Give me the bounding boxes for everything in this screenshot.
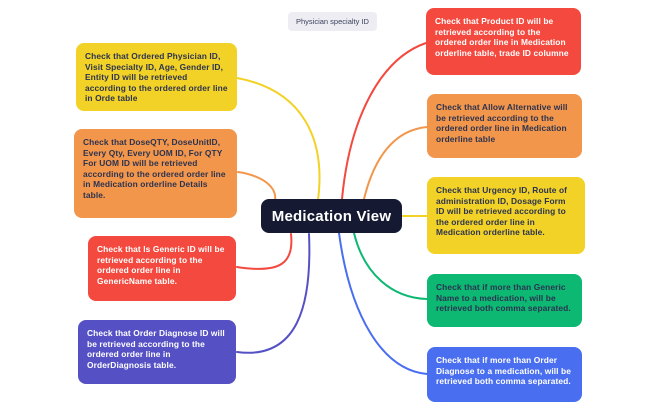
center-node-medication-view[interactable]: Medication View (261, 199, 402, 233)
node-order-diagnose-comma[interactable]: Check that if more than Order Diagnose t… (427, 347, 582, 402)
connector-generic-name-comma (353, 232, 428, 300)
connector-ordered-physician (236, 77, 321, 201)
connector-allow-alternative (363, 126, 428, 200)
node-allow-alternative[interactable]: Check that Allow Alternative will be ret… (427, 94, 582, 158)
node-product-id[interactable]: Check that Product ID will be retrieved … (426, 8, 581, 75)
node-ordered-physician-id[interactable]: Check that Ordered Physician ID, Visit S… (76, 43, 237, 111)
node-generic-name-comma[interactable]: Check that if more than Generic Name to … (427, 274, 582, 327)
connector-product-id (341, 42, 427, 200)
node-urgency-id[interactable]: Check that Urgency ID, Route of administ… (427, 177, 585, 254)
node-order-diagnose-id[interactable]: Check that Order Diagnose ID will be ret… (78, 320, 236, 384)
connector-is-generic (236, 233, 293, 270)
connector-order-diagnose (236, 233, 311, 354)
connector-order-diagnose-comma (338, 232, 428, 375)
node-dose-qty[interactable]: Check that DoseQTY, DoseUnitID, Every Qt… (74, 129, 237, 218)
node-is-generic-id[interactable]: Check that Is Generic ID will be retriev… (88, 236, 236, 301)
floating-label-physician-specialty[interactable]: Physician specialty ID (288, 12, 377, 31)
